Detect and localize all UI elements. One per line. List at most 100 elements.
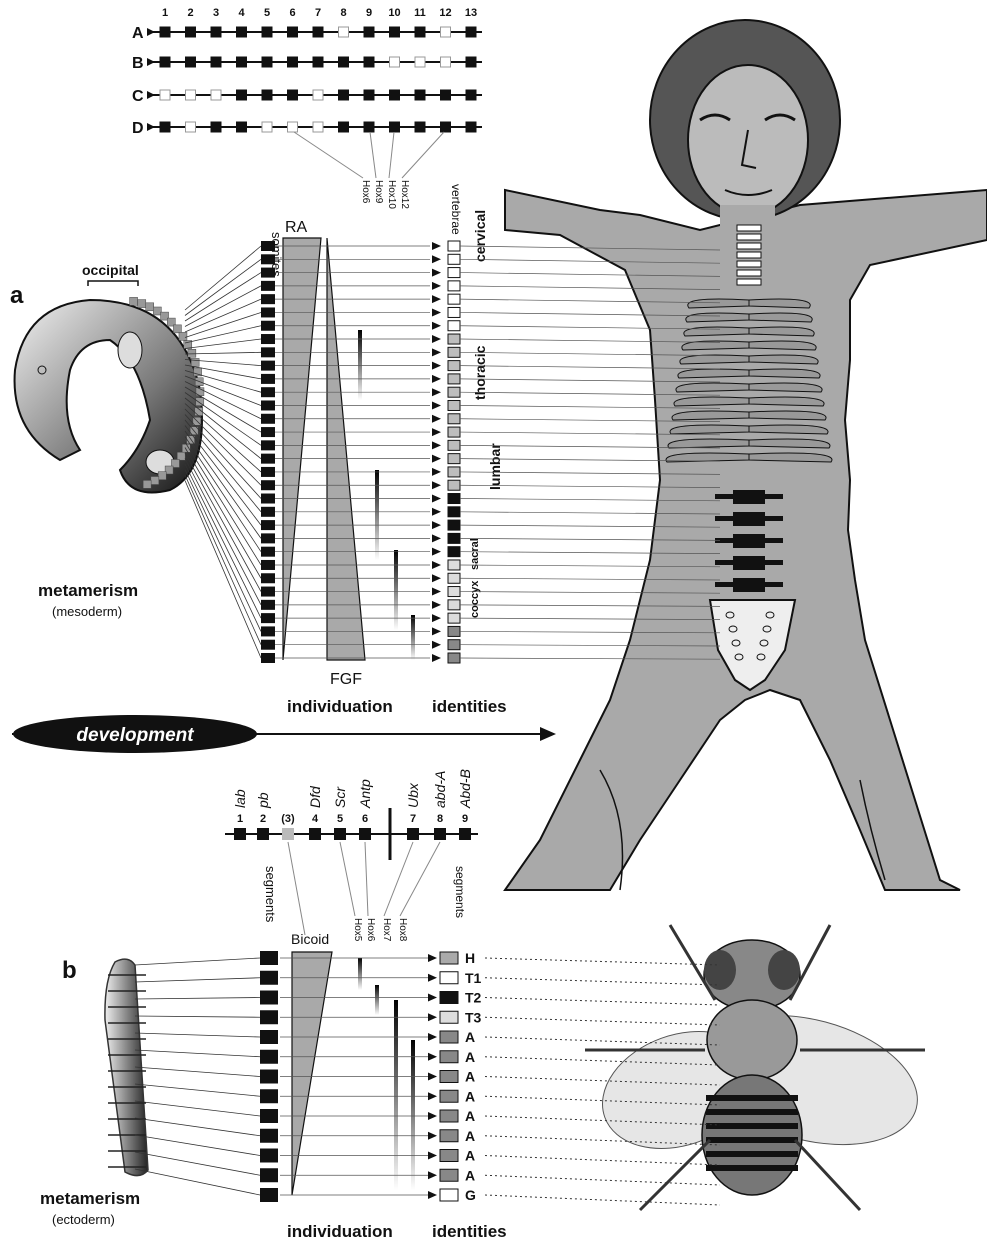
- arrowhead: [432, 242, 441, 250]
- hox-gene-box: [262, 90, 272, 100]
- somite-box: [261, 427, 275, 437]
- gene-number: 2: [260, 813, 266, 825]
- somite-box: [261, 640, 275, 650]
- hox-gene-label: Hox6: [360, 180, 371, 204]
- hox-number: 13: [465, 7, 477, 19]
- segment-identity-box: [440, 1169, 458, 1181]
- rib: [680, 355, 749, 364]
- gene-number: 7: [410, 813, 416, 825]
- vertebra-box: [448, 560, 460, 570]
- cervical-vertebra: [737, 279, 761, 285]
- arrowhead: [432, 455, 441, 463]
- hox-gene-box: [211, 90, 221, 100]
- hox-gene-box: [186, 90, 196, 100]
- somite-box: [261, 268, 275, 278]
- drosophila-hox-gene: [434, 828, 446, 840]
- segment-column: [260, 951, 278, 1202]
- hox-number: 10: [388, 7, 400, 19]
- abdomen-band: [706, 1151, 798, 1157]
- hox-gene-box: [262, 57, 272, 67]
- arrowhead: [428, 1053, 437, 1061]
- hox-gene-box: [160, 90, 170, 100]
- cervical-vertebra: [737, 225, 761, 231]
- gene-number: 1: [237, 813, 243, 825]
- somite-box: [261, 467, 275, 477]
- drosophila-hox-gene: [234, 828, 246, 840]
- hox-gene-box: [160, 57, 170, 67]
- segment-box: [260, 1149, 278, 1163]
- hox-gene-box: [466, 122, 476, 132]
- hox-gene-box: [211, 122, 221, 132]
- hox-number: 3: [213, 7, 219, 19]
- somite-box: [261, 241, 275, 251]
- somite-box: [261, 334, 275, 344]
- somite-box: [261, 321, 275, 331]
- hox-gene-box: [415, 90, 425, 100]
- cervical-vertebra: [737, 243, 761, 249]
- hox-gene-box: [364, 90, 374, 100]
- hox-gene-box: [364, 57, 374, 67]
- arrowhead: [432, 308, 441, 316]
- vertebra-box: [448, 600, 460, 610]
- vertebra-box: [448, 547, 460, 557]
- vertebra-box: [448, 653, 460, 663]
- vertebra-box: [448, 361, 460, 371]
- fgf-label: FGF: [330, 671, 362, 688]
- vertebra-box: [448, 613, 460, 623]
- vertebrae-label: vertebrae: [449, 184, 463, 235]
- rib: [686, 313, 749, 322]
- abdomen-band: [706, 1137, 798, 1143]
- rib: [749, 453, 832, 462]
- rib: [749, 439, 830, 448]
- region-label-thoracic: thoracic: [472, 345, 488, 400]
- arrowhead: [432, 441, 441, 449]
- hox-gene-box: [466, 90, 476, 100]
- identities-b-label: identities: [432, 1222, 507, 1241]
- mesoderm-label: (mesoderm): [52, 604, 122, 619]
- hox-gene-box: [288, 57, 298, 67]
- arrowhead: [432, 534, 441, 542]
- rib: [672, 411, 749, 420]
- ectoderm-label: (ectoderm): [52, 1212, 115, 1227]
- gene-name: Scr: [332, 786, 348, 808]
- vertebrae-column: [432, 241, 460, 663]
- gene-name: Antp: [357, 779, 373, 809]
- segment-identity-label: A: [465, 1167, 475, 1183]
- larva-connector-lines: [135, 958, 260, 1195]
- hox-gene-box: [415, 122, 425, 132]
- vertebra-box: [448, 281, 460, 291]
- arrowhead: [432, 495, 441, 503]
- ra-label: RA: [285, 219, 308, 236]
- segment-identity-label: G: [465, 1187, 476, 1203]
- abdomen-band: [706, 1095, 798, 1101]
- arrowhead: [432, 388, 441, 396]
- somite-box: [261, 613, 275, 623]
- vertebra-box: [448, 241, 460, 251]
- gene-name: abd-A: [432, 771, 448, 808]
- arrowhead: [432, 574, 441, 582]
- hox-expression-bar: [358, 330, 362, 400]
- somite-box: [261, 533, 275, 543]
- hox-number: 11: [414, 7, 426, 19]
- hox-gene-box: [186, 122, 196, 132]
- hox-gene-box: [262, 122, 272, 132]
- hox-gene-box: [364, 27, 374, 37]
- arrowhead: [428, 1033, 437, 1041]
- hox-number: 8: [340, 7, 346, 19]
- segment-box: [260, 1089, 278, 1103]
- arrowhead: [432, 614, 441, 622]
- vertebra-box: [448, 573, 460, 583]
- somite-box: [261, 400, 275, 410]
- hox-gene-box: [339, 57, 349, 67]
- somite-box: [261, 600, 275, 610]
- somite-box: [261, 347, 275, 357]
- hox-cluster-label: C: [132, 88, 144, 105]
- gene-name: Dfd: [307, 785, 323, 808]
- rib: [749, 383, 822, 392]
- hox-b-expression-bar: [375, 985, 379, 1015]
- vertebra-box: [448, 467, 460, 477]
- gene-name: pb: [255, 792, 271, 809]
- somite-box: [261, 653, 275, 663]
- vertebra-box: [448, 334, 460, 344]
- segment-box: [260, 1050, 278, 1064]
